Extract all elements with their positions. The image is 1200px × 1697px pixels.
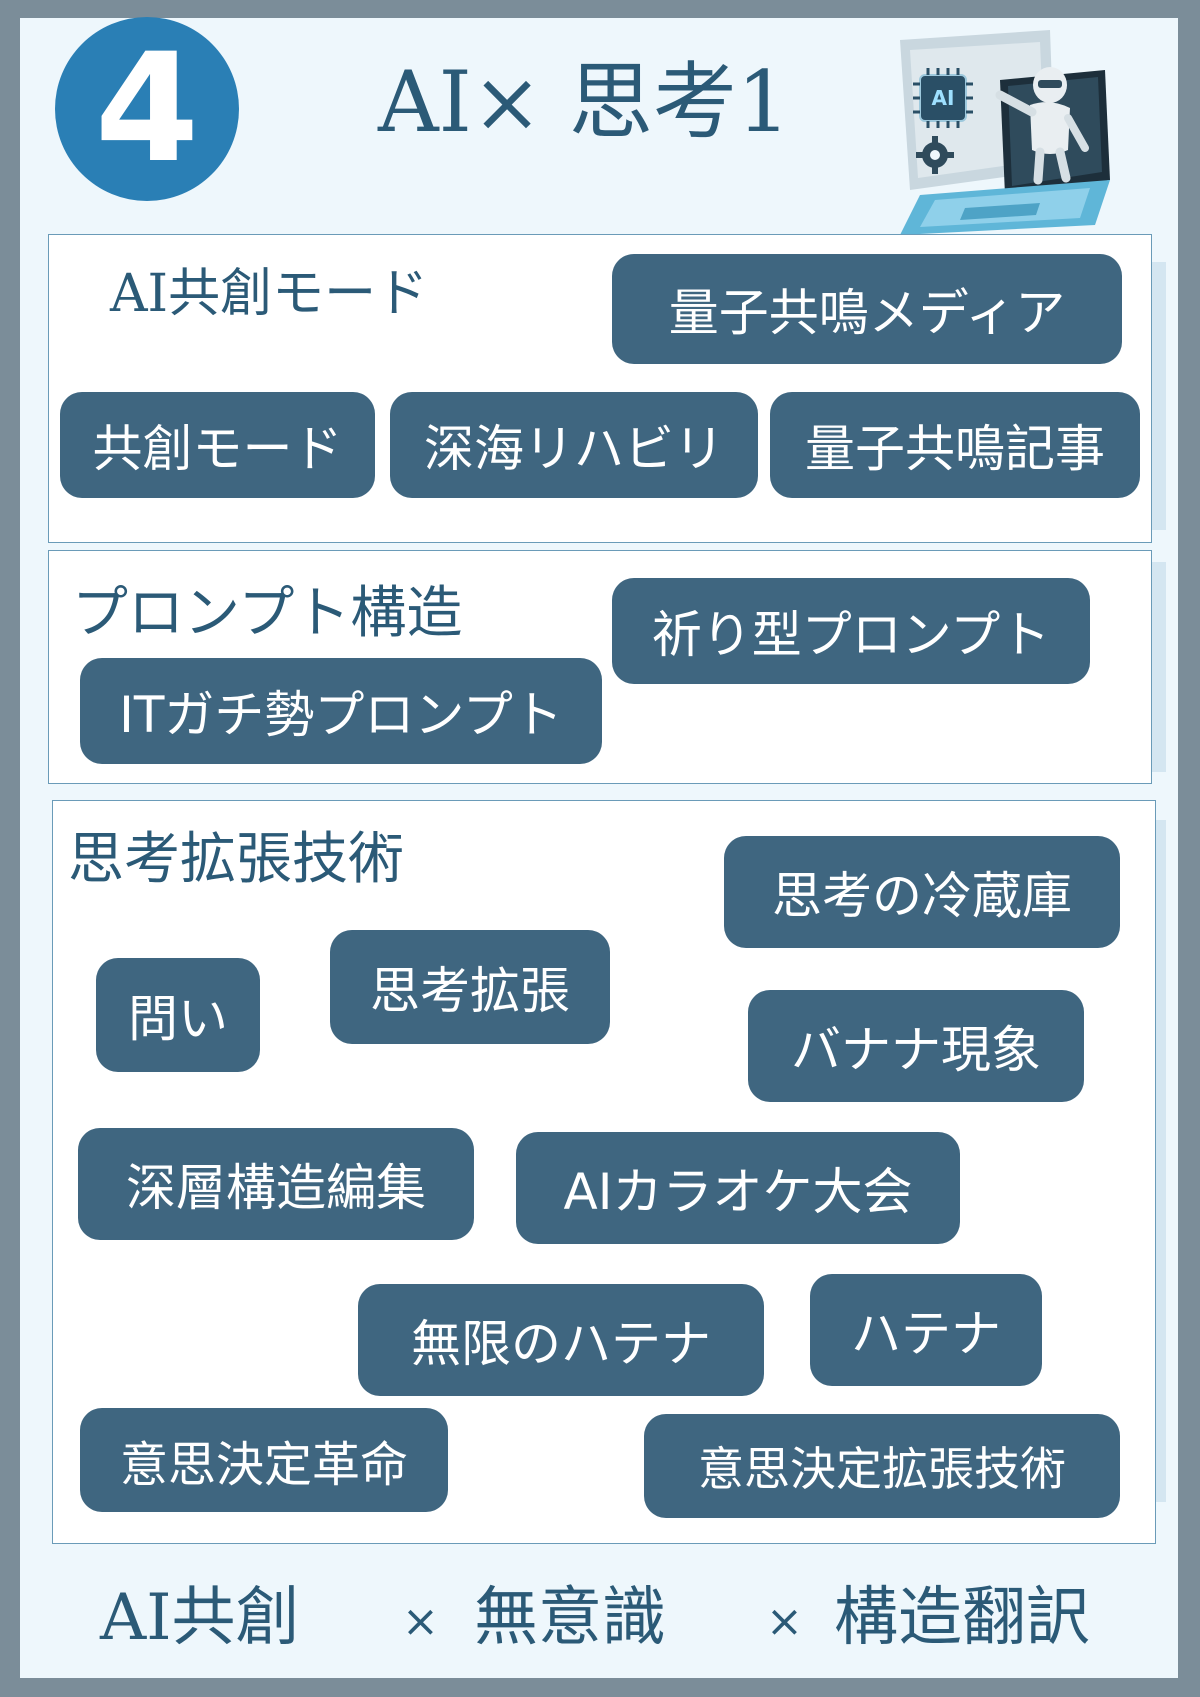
tag-pill[interactable]: 思考の冷蔵庫 (724, 836, 1120, 948)
tag-pill[interactable]: 思考拡張 (330, 930, 610, 1044)
tag-pill[interactable]: バナナ現象 (748, 990, 1084, 1102)
section-label: プロンプト構造 (72, 581, 463, 646)
tag-pill[interactable]: 深海リハビリ (390, 392, 758, 498)
footer-separator: × (402, 1596, 439, 1647)
section-2-edge (1150, 562, 1166, 772)
number-badge-text: 4 (94, 22, 200, 196)
tag-pill[interactable]: 深層構造編集 (78, 1128, 474, 1240)
tag-pill[interactable]: AIカラオケ大会 (516, 1132, 960, 1244)
ai-chip-icon: AI (913, 68, 973, 128)
gear-icon (916, 136, 954, 174)
tag-pill[interactable]: 意思決定拡張技術 (644, 1414, 1120, 1518)
svg-text:AI: AI (932, 86, 955, 110)
robot-laptop-illustration: AI (900, 30, 1110, 235)
footer-part-2: 無意識 (474, 1581, 666, 1655)
section-1-edge (1150, 262, 1166, 530)
footer-separator: × (766, 1596, 803, 1647)
footer-part-1: AI共創 (100, 1581, 300, 1655)
section-label: AI共創モード (110, 264, 429, 324)
tag-pill[interactable]: 祈り型プロンプト (612, 578, 1090, 684)
section-label: 思考拡張技術 (68, 827, 404, 892)
tag-pill[interactable]: ハテナ (810, 1274, 1042, 1386)
footer-part-3: 構造翻訳 (834, 1581, 1090, 1655)
tag-pill[interactable]: ITガチ勢プロンプト (80, 658, 602, 764)
number-badge: 4 (55, 17, 239, 201)
tag-pill[interactable]: 問い (96, 958, 260, 1072)
tag-pill[interactable]: 量子共鳴記事 (770, 392, 1140, 498)
tag-pill[interactable]: 無限のハテナ (358, 1284, 764, 1396)
tag-pill[interactable]: 意思決定革命 (80, 1408, 448, 1512)
tag-pill[interactable]: 共創モード (60, 392, 375, 498)
robot-icon (995, 67, 1089, 185)
tag-pill[interactable]: 量子共鳴メディア (612, 254, 1122, 364)
page-title: AI× 思考1 (378, 53, 791, 151)
